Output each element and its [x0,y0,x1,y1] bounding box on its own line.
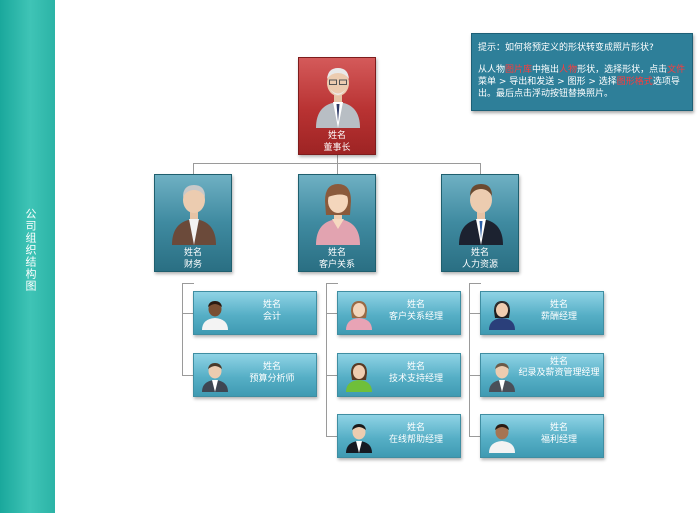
man-avatar-icon [489,363,515,392]
node-name: 姓名 [262,362,281,372]
node-title: 薪酬经理 [540,312,577,322]
node-title: 纪录及薪资管理经理 [518,368,600,378]
node-title: 财务 [183,260,202,270]
node-name: 姓名 [327,248,346,258]
man-avatar-icon [459,184,503,245]
node-title: 技术支持经理 [388,374,443,384]
node-chairman[interactable]: 姓名 董事长 [298,57,376,155]
node-text: 姓名 技术支持经理 [374,361,458,385]
node-hr[interactable]: 姓名 人力资源 [441,174,519,272]
node-text: 姓名 预算分析师 [230,361,314,385]
node-text: 姓名 人力资源 [442,247,518,271]
sidebar-title: 公司组织结构图 [24,208,37,292]
elderly-man-avatar-icon [316,68,360,128]
woman-avatar-icon [346,363,372,392]
node-text: 姓名 薪酬经理 [517,299,601,323]
node-online-help-manager[interactable]: 姓名 在线帮助经理 [337,414,461,458]
sidebar: 公司组织结构图 [0,0,55,513]
node-budget-analyst[interactable]: 姓名 预算分析师 [193,353,317,397]
node-records-payroll-manager[interactable]: 姓名 纪录及薪资管理经理 [480,353,604,397]
node-customer-relations-manager[interactable]: 姓名 客户关系经理 [337,291,461,335]
node-tech-support-manager[interactable]: 姓名 技术支持经理 [337,353,461,397]
hint-text: 选项导出。最后点击浮动按钮替换照片。 [478,77,680,99]
hint-box: 提示：如何将预定义的形状转变成照片形状? 从人物图片库中拖出人物形状，选择形状，… [471,33,693,111]
node-text: 姓名 纪录及薪资管理经理 [517,357,601,379]
connector [469,436,481,437]
node-title: 人力资源 [461,260,498,270]
node-title: 客户关系经理 [388,312,443,322]
node-name: 姓名 [262,300,281,310]
node-customer-relations[interactable]: 姓名 客户关系 [298,174,376,272]
hint-text: 从人物 [478,65,506,75]
node-payroll-manager[interactable]: 姓名 薪酬经理 [480,291,604,335]
hint-question: 提示：如何将预定义的形状转变成照片形状? [478,43,654,53]
connector [326,375,338,376]
connector [469,375,481,376]
connector [469,283,481,284]
node-text: 姓名 会计 [230,299,314,323]
node-name: 姓名 [549,300,568,310]
node-text: 姓名 客户关系 [299,247,375,271]
node-text: 姓名 客户关系经理 [374,299,458,323]
hint-text: 菜单 > 导出和发送 > 图形 > 选择 [478,77,617,87]
node-text: 姓名 在线帮助经理 [374,422,458,446]
connector [480,163,481,175]
woman-avatar-icon [346,301,372,330]
hint-highlight: 图形格式 [616,77,653,87]
connector [469,283,470,437]
hint-highlight: 文件 [667,65,686,75]
connector [193,163,194,175]
node-accountant[interactable]: 姓名 会计 [193,291,317,335]
node-text: 姓名 财务 [155,247,231,271]
connector [326,283,327,437]
node-name: 姓名 [549,423,568,433]
man-avatar-icon [172,185,216,245]
woman-headset-avatar-icon [489,301,515,330]
man-avatar-icon [202,301,228,330]
node-name: 姓名 [406,300,425,310]
hint-text: 形状，选择形状，点击 [577,65,668,75]
node-name: 姓名 [183,248,202,258]
node-title: 董事长 [323,143,351,153]
connector [182,313,194,314]
node-name: 姓名 [470,248,489,258]
node-name: 姓名 [327,131,346,141]
hint-highlight: 人物 [559,65,578,75]
node-text: 姓名 福利经理 [517,422,601,446]
connector [337,155,338,163]
man-avatar-icon [489,424,515,453]
connector [326,436,338,437]
man-avatar-icon [202,363,228,392]
connector [337,163,338,175]
connector [326,283,338,284]
node-finance[interactable]: 姓名 财务 [154,174,232,272]
connector [182,283,183,375]
node-text: 姓名 董事长 [299,130,375,154]
node-title: 客户关系 [318,260,355,270]
node-name: 姓名 [406,362,425,372]
node-title: 在线帮助经理 [388,435,443,445]
node-title: 会计 [262,312,281,322]
hint-body: 从人物图片库中拖出人物形状，选择形状，点击文件菜单 > 导出和发送 > 图形 >… [478,64,686,100]
node-benefits-manager[interactable]: 姓名 福利经理 [480,414,604,458]
hint-text: 中拖出 [532,65,560,75]
node-title: 福利经理 [540,435,577,445]
connector [469,313,481,314]
connector [182,283,194,284]
hint-highlight: 图片库 [505,65,533,75]
node-name: 姓名 [406,423,425,433]
connector [182,375,194,376]
man-avatar-icon [346,424,372,453]
woman-avatar-icon [316,184,360,245]
node-title: 预算分析师 [249,374,295,384]
connector [326,313,338,314]
node-name: 姓名 [549,357,568,367]
